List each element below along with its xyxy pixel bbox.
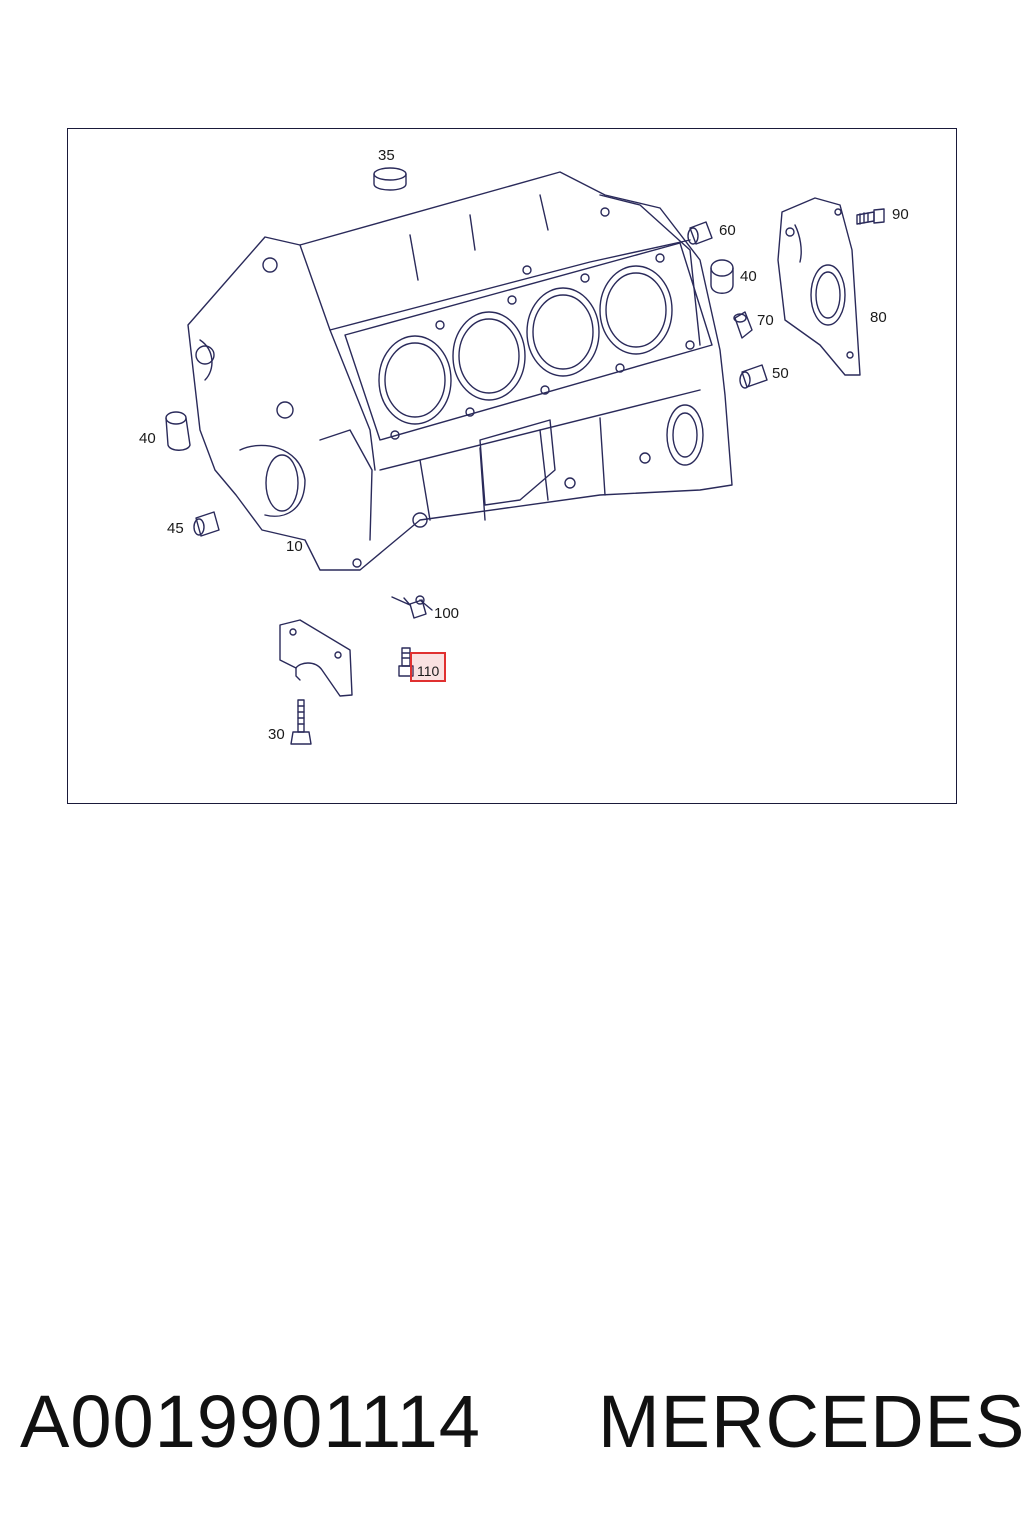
footer-caption: A0019901114 MERCEDES bbox=[0, 1372, 1024, 1472]
callout-35: 35 bbox=[378, 147, 395, 164]
ring-40-left bbox=[165, 411, 191, 451]
cylinder-bore bbox=[378, 335, 452, 425]
callout-30: 30 bbox=[268, 726, 285, 743]
engine-block-illustration bbox=[165, 167, 885, 745]
ring-40-right bbox=[710, 259, 734, 294]
ring-35 bbox=[373, 167, 407, 191]
dowel-70 bbox=[733, 311, 753, 339]
callout-90: 90 bbox=[892, 206, 909, 223]
callout-100: 100 bbox=[434, 605, 460, 622]
callout-40-left: 40 bbox=[139, 430, 156, 447]
bolt-30 bbox=[290, 699, 312, 745]
engine-block bbox=[187, 171, 733, 571]
brand-name: MERCEDES bbox=[598, 1380, 1024, 1463]
callout-110: 110 bbox=[417, 663, 440, 679]
sleeve-45 bbox=[193, 511, 220, 537]
callout-50: 50 bbox=[772, 365, 789, 382]
sleeve-50 bbox=[739, 364, 768, 389]
highlight-box-110 bbox=[410, 652, 446, 682]
cover-80 bbox=[777, 197, 861, 376]
cylinder-bore bbox=[452, 311, 526, 401]
diagram-frame bbox=[67, 128, 957, 804]
callout-80: 80 bbox=[870, 309, 887, 326]
callout-70: 70 bbox=[757, 312, 774, 329]
cylinder-bore bbox=[599, 265, 673, 355]
callout-45: 45 bbox=[167, 520, 184, 537]
fitting-100 bbox=[391, 595, 427, 619]
callout-10: 10 bbox=[286, 538, 303, 555]
cylinder-bore bbox=[526, 287, 600, 377]
callout-40-right: 40 bbox=[740, 268, 757, 285]
bearing-cap bbox=[279, 619, 353, 697]
sleeve-60 bbox=[687, 221, 713, 245]
part-number: A0019901114 bbox=[20, 1380, 481, 1463]
bolt-90 bbox=[856, 208, 885, 225]
callout-60: 60 bbox=[719, 222, 736, 239]
